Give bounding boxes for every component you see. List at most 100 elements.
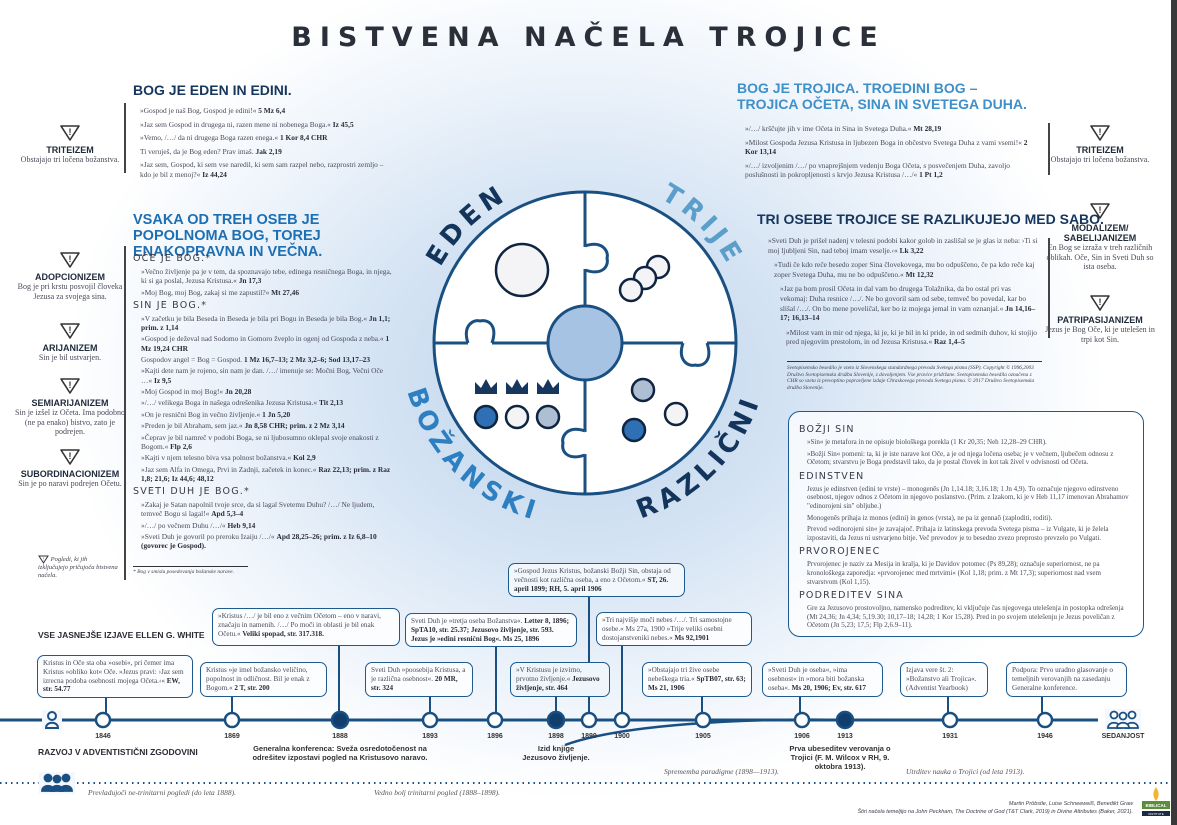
box-text: Kristus in Oče sta oba »osebi«, pri čeme… xyxy=(43,659,184,685)
box-text: Izjava vere št. 2: »Božanstvo ali Trojic… xyxy=(906,666,977,692)
box-text: »Gospod Jezus Kristus, božanski Božji Si… xyxy=(514,567,671,584)
quote-text: »On je resnični Bog in večno življenje.« xyxy=(141,409,261,419)
distinct-person-circle xyxy=(630,377,656,403)
quote-reference: Heb 9,14 xyxy=(227,520,256,530)
heresy-description: Sin je izšel iz Očeta. Ima podobno (ne p… xyxy=(15,408,125,437)
timeline-node-1888[interactable] xyxy=(330,710,350,730)
heresy-description: Obstajajo tri ločena božanstva. xyxy=(20,155,120,164)
svg-text:BIBLICAL: BIBLICAL xyxy=(1146,803,1167,808)
quote-text: »Jaz pa bom prosil Očeta in dal vam bo d… xyxy=(780,284,1027,313)
scripture-quote: »Kajti v njem telesno biva vsa polnost b… xyxy=(141,453,393,462)
quote-box: Kristus »je imel božansko veličino, popo… xyxy=(200,662,327,697)
box-reference: Ms 92,1901 xyxy=(674,633,710,642)
warning-icon: ! xyxy=(60,378,80,394)
warning-icon: ! xyxy=(60,252,80,268)
heresy-description: Sin je po naravi podrejen Očetu. xyxy=(18,479,122,488)
quote-reference: Iz 45,5 xyxy=(332,119,354,129)
scripture-quote: »Jaz sem, Gospod, ki sem vse naredil, ki… xyxy=(140,160,390,179)
crown-icon xyxy=(475,379,497,394)
timeline-node-1905[interactable] xyxy=(694,711,712,729)
scripture-quote: »Milost Gospoda Jezusa Kristusa in ljube… xyxy=(745,138,1035,157)
quote-reference: 1 Jn 5,20 xyxy=(262,409,291,419)
svg-text:INSTITUTE: INSTITUTE xyxy=(1148,812,1164,816)
quote-box: Izjava vere št. 2: »Božanstvo ali Trojic… xyxy=(900,662,988,697)
quote-text: »Kajti v njem telesno biva vsa polnost b… xyxy=(141,453,292,463)
box-text: »Sveti Duh je oseba«, »ima osebnost« in … xyxy=(768,666,865,692)
timeline-node-1869[interactable] xyxy=(223,711,241,729)
timeline-node-1913[interactable] xyxy=(835,710,855,730)
puzzle-tab xyxy=(680,342,711,367)
heresy-description: En Bog se izraža v treh različnih oblika… xyxy=(1046,243,1154,272)
year-label: 1905 xyxy=(695,733,711,740)
person-circle xyxy=(618,277,644,303)
scripture-quote: »Milost vam in mir od njega, ki je, ki j… xyxy=(786,328,1038,347)
timeline-node-1893[interactable] xyxy=(421,711,439,729)
quote-text: »Čeprav je bil namreč v podobi Boga, se … xyxy=(141,432,379,451)
year-label: 1900 xyxy=(614,733,630,740)
term-paragraph: Monogenēs prihaja iz monos (edini) in ge… xyxy=(807,513,1053,522)
quote-reference: Mt 27,46 xyxy=(271,287,300,297)
scripture-quote: »Večno življenje pa je v tem, da spoznav… xyxy=(141,267,393,285)
quote-text: »Jaz sem Alfa in Omega, Prvi in Zadnji, … xyxy=(141,464,317,474)
quote-box: Podpora: Prvo uradno glasovanje o temelj… xyxy=(1006,662,1127,697)
period-2: Vedno bolj trinitarni pogled (1888–1898)… xyxy=(374,788,501,797)
credits-source: Štiri načela temeljijo na John Peckham, … xyxy=(857,809,1133,815)
timeline-node-1931[interactable] xyxy=(941,711,959,729)
quote-reference: Jak 2,19 xyxy=(255,146,282,156)
quote-reference: 1 Mz 16,7–13; 2 Mz 3,2–6; Sod 13,17–23 xyxy=(244,354,371,364)
quote-reference: Iz 9,5 xyxy=(153,375,172,385)
divine-person-circle xyxy=(504,404,530,430)
center-circle xyxy=(546,304,624,382)
scripture-quote: »Gospod je naš Bog, Gospod je edini!« 5 … xyxy=(140,106,390,116)
section-title: SVETI DUH JE BOG.* xyxy=(133,485,250,497)
quote-text: »/…/ po večnem Duhu /…/« xyxy=(141,520,226,530)
quote-text: »Vemo, /…/ da ni drugega Boga razen eneg… xyxy=(140,133,279,143)
svg-text:!: ! xyxy=(1099,205,1102,215)
quote-reference: Jn 1,1; prim. z 1,14 xyxy=(141,313,391,332)
scripture-quote: »/…/ krščujte jih v ime Očeta in Sina in… xyxy=(745,124,1035,134)
scripture-quote: »/…/ velikega Boga in našega odrešenika … xyxy=(141,398,393,407)
heading-one-god: BOG JE EDEN IN EDINI. xyxy=(133,82,292,98)
timeline-node-1906[interactable] xyxy=(793,711,811,729)
box-text: »Kristus /…/ je bil eno z večnim Očetom … xyxy=(218,612,381,638)
quote-reference: Mt 28,19 xyxy=(913,124,942,133)
box-text: »V Kristusu je izvirno, prvotno življenj… xyxy=(516,666,582,683)
box-text: »Tri najvišje moči nebes /…/. Tri samost… xyxy=(602,616,732,642)
section-title: SIN JE BOG.* xyxy=(133,299,208,311)
quote-text: »/…/ krščujte jih v ime Očeta in Sina in… xyxy=(745,124,912,133)
quote-reference: 1 Pt 1,2 xyxy=(919,170,943,180)
timeline-node-1898[interactable] xyxy=(546,710,566,730)
timeline-node-1896[interactable] xyxy=(486,711,504,729)
scripture-quote: »/…/ po večnem Duhu /…/« Heb 9,14 xyxy=(141,521,393,530)
page-edge-scrollbar[interactable] xyxy=(1171,0,1177,825)
heresy-name: PATRIPASIJANIZEM xyxy=(1057,315,1143,325)
scripture-quote: »Čeprav je bil namreč v podobi Boga, se … xyxy=(141,433,393,451)
legend-text: Pogledi, ki jih izključujejo pričujoča b… xyxy=(38,555,118,579)
persons-sections: OČE JE BOG.*»Večno življenje pa je v tem… xyxy=(133,250,393,553)
section-quotes: »V začetku je bila Beseda in Beseda je b… xyxy=(141,314,393,483)
bri-logo: BIBLICAL INSTITUTE xyxy=(1142,787,1170,816)
scripture-quote: »Moj Gospod in moj Bog!« Jn 20,28 xyxy=(141,387,393,396)
year-label: 1906 xyxy=(794,733,810,740)
term-paragraph: »Sin« je metafora in ne opisuje biološke… xyxy=(807,438,1047,446)
year-label: 1869 xyxy=(224,733,240,740)
year-label: 1896 xyxy=(487,733,503,740)
quote-text: »Moj Gospod in moj Bog!« xyxy=(141,386,224,396)
timeline-node-1899[interactable] xyxy=(580,711,598,729)
quotes-one-god: »Gospod je naš Bog, Gospod je edini!« 5 … xyxy=(140,106,390,184)
term-title: PODREDITEV SINA xyxy=(799,590,905,602)
svg-text:!: ! xyxy=(1099,127,1102,137)
heresy-name: ADOPCIONIZEM xyxy=(34,272,105,282)
scripture-quote: Gospodov angel = Bog = Gospod. 1 Mz 16,7… xyxy=(141,355,393,364)
box-text: Sveti Duh »poosebija Kristusa, a je razl… xyxy=(371,666,466,683)
puzzle-tab xyxy=(465,319,496,344)
timeline-node-1946[interactable] xyxy=(1036,711,1054,729)
svg-text:!: ! xyxy=(1099,297,1102,307)
timeline-node-1846[interactable] xyxy=(94,711,112,729)
timeline-node-1900[interactable] xyxy=(613,711,631,729)
crown-icon xyxy=(506,379,528,394)
quote-reference: 1 Mz 19,24 CHR xyxy=(141,334,390,353)
one-being-circle xyxy=(494,242,550,298)
box-reference: Ms 20, 1906; Ev, str. 617 xyxy=(791,683,866,692)
